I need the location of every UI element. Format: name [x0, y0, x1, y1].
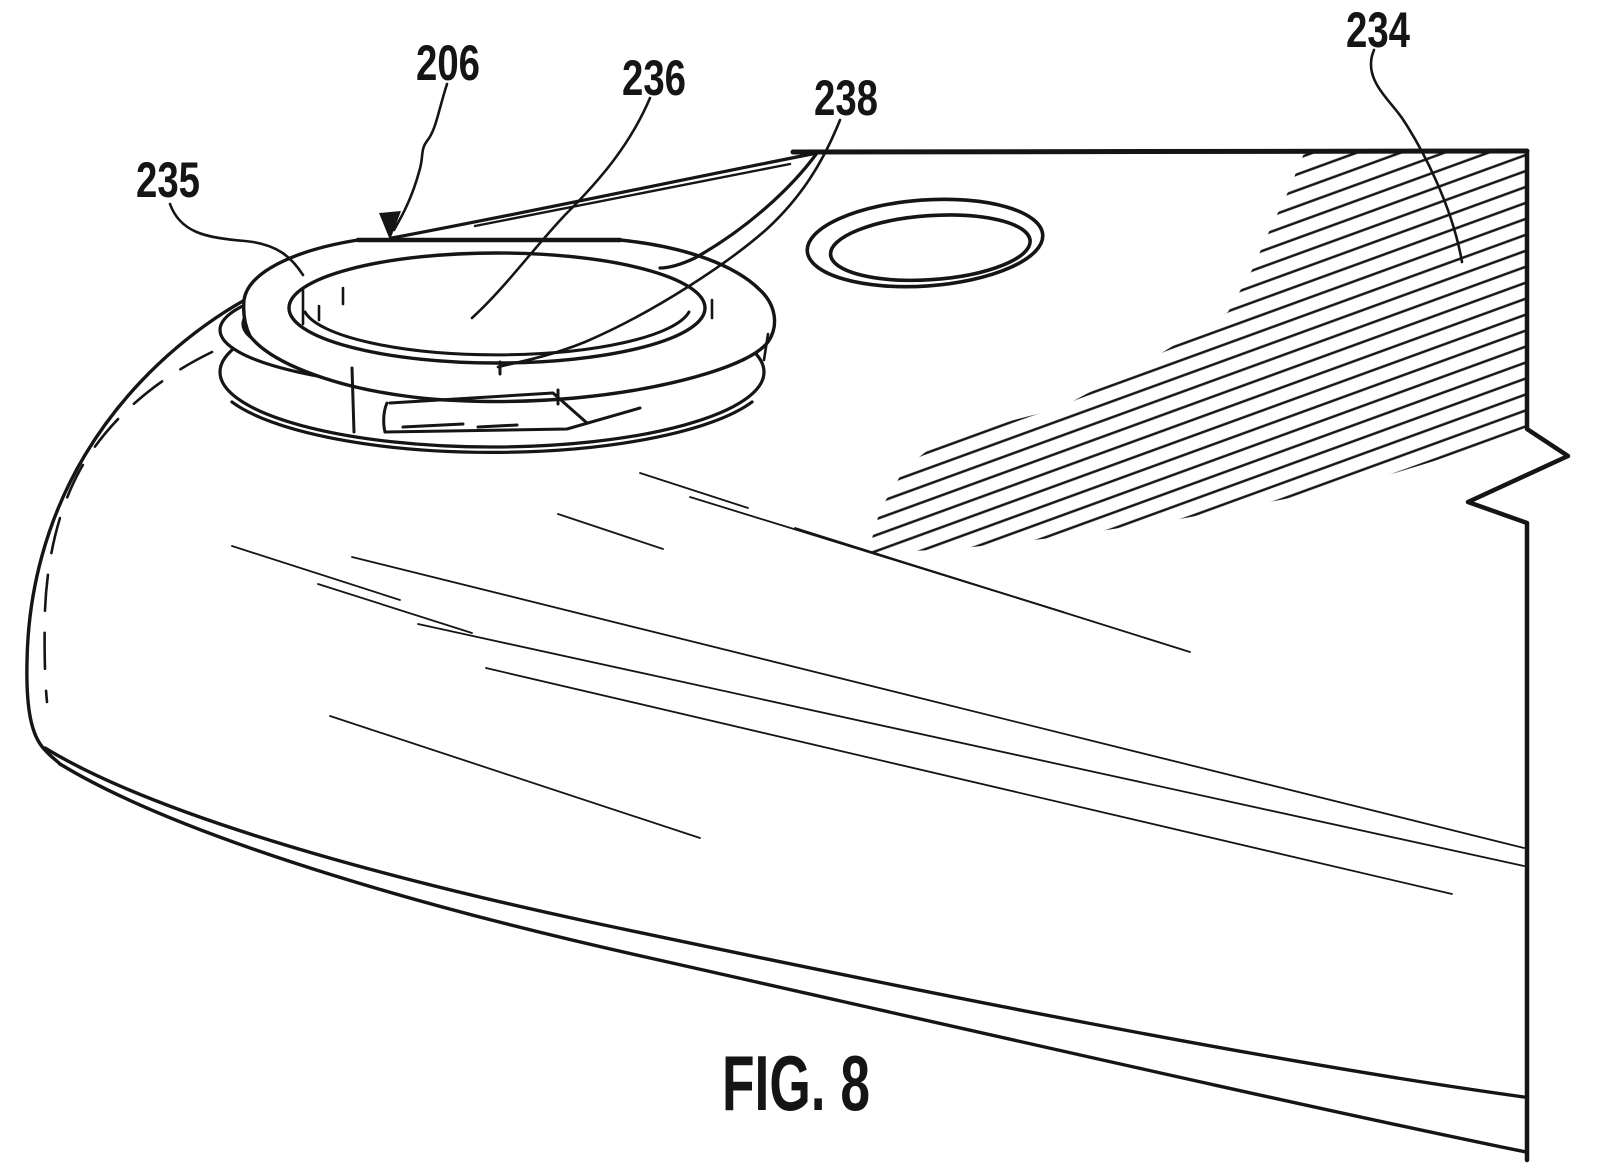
slot-bottom-edge — [383, 406, 642, 434]
surface-accent-line — [557, 513, 664, 550]
surface-accent-line — [317, 583, 473, 634]
blade-upper-edge — [390, 151, 819, 240]
surface-accent-line — [639, 472, 749, 509]
oval-port — [805, 197, 1045, 289]
thread-ticks — [301, 286, 770, 362]
thread-tick — [762, 332, 770, 362]
slot-dash — [401, 422, 465, 429]
leader-238 — [496, 118, 842, 369]
left-dashed-contour — [43, 350, 214, 704]
device-left-outline — [25, 276, 292, 766]
device-top-edge — [790, 148, 1530, 155]
surface-accent-line — [794, 527, 1191, 653]
bottom-rim-lower — [58, 762, 1528, 1154]
leader-234 — [1369, 48, 1464, 264]
arrowhead-206 — [379, 211, 401, 240]
oval-port-inner — [828, 213, 1032, 283]
bottom-rim-upper — [43, 746, 1526, 1099]
leader-235 — [168, 202, 305, 277]
filler-ring — [218, 237, 777, 454]
flange-base-edge — [230, 400, 754, 454]
surface-accent-line — [329, 715, 701, 839]
leader-206 — [392, 82, 449, 232]
leader-236 — [470, 96, 652, 320]
surface-accent-line — [417, 623, 1525, 867]
ref-label-234: 234 — [1346, 2, 1410, 58]
ref-label-235: 235 — [136, 152, 200, 208]
device-right-edge-break — [1465, 148, 1571, 1163]
surface-accent-line — [351, 556, 1525, 849]
blade-inner-line — [473, 162, 792, 228]
transition-blade — [390, 151, 819, 270]
slot-dash — [476, 423, 519, 429]
hatched-surface — [868, 151, 1527, 553]
surface-accent-line — [231, 545, 401, 601]
surface-accent-lines — [231, 472, 1525, 895]
ref-label-206: 206 — [416, 35, 480, 91]
slot-left-corner — [382, 401, 389, 434]
ref-label-236: 236 — [622, 50, 686, 106]
oval-port-outer — [805, 197, 1045, 289]
leader-lines — [168, 48, 1464, 369]
blade-lower-edge — [658, 151, 819, 270]
slot-top-edge — [388, 391, 589, 425]
ref-label-238: 238 — [814, 70, 878, 126]
hole-floor-arc — [303, 310, 691, 357]
figure-caption: FIG. 8 — [722, 1039, 870, 1127]
front-notch — [350, 360, 642, 434]
surface-accent-line — [485, 667, 1453, 895]
notch-left-edge — [350, 366, 356, 434]
hole-rim — [287, 251, 707, 365]
